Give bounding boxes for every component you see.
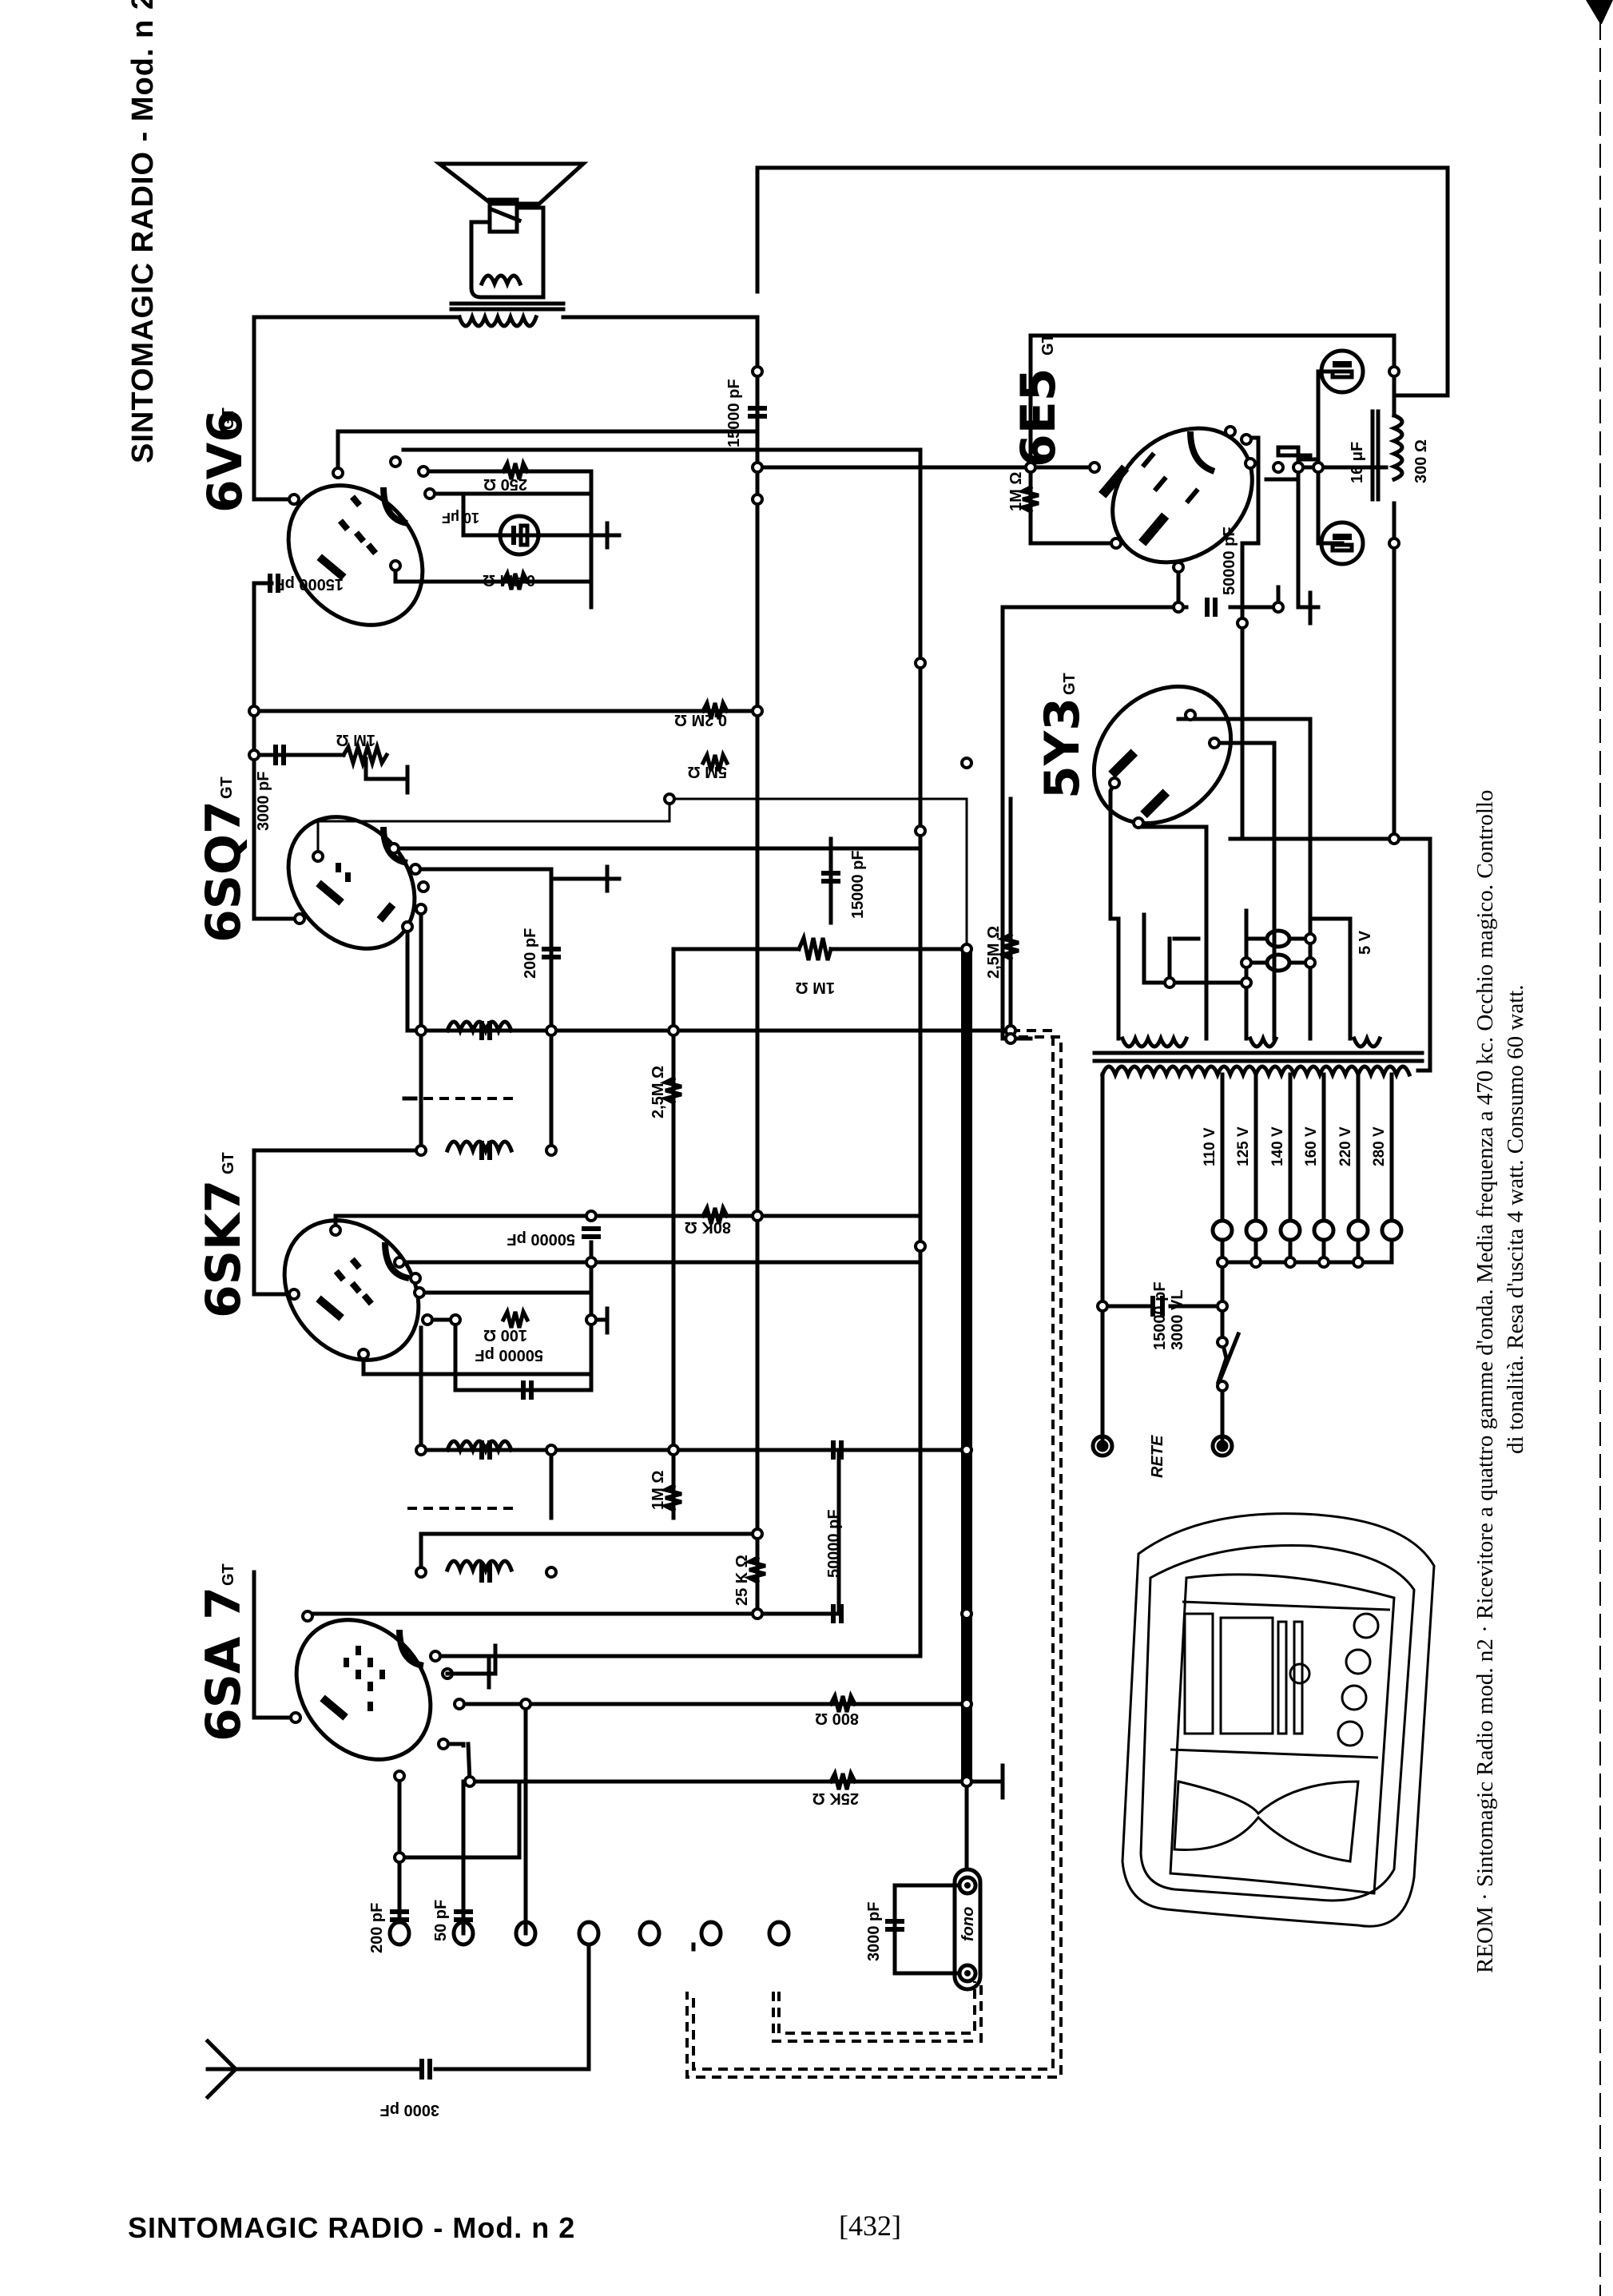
shielded-cable: [685, 1029, 1063, 2079]
tube-6v6: 6V6 GT: [197, 407, 436, 627]
tube-6v6-suffix: GT: [220, 407, 237, 430]
label-3000pf-sq7: 3000 pF: [255, 772, 272, 831]
voltage-selector: [1210, 1218, 1404, 1242]
label-50pf-ant: 50 pF: [432, 1900, 450, 1941]
if-transformers: [402, 1019, 519, 1576]
component-labels: 0,4M Ω 250 Ω 10 μF 15000 pF 15000 pF 0,2…: [255, 379, 1430, 2119]
tube-5y3-label: 5Y3: [1035, 697, 1091, 799]
footer-title: SINTOMAGIC RADIO - Mod. n 2: [128, 2211, 576, 2244]
label-300-ohm: 300 Ω: [1412, 439, 1430, 483]
tube-6sk7: 6SK7 GT: [196, 1152, 434, 1362]
label-15000pf-out: 15000 pF: [275, 575, 344, 593]
tube-5y3-suffix: GT: [1061, 673, 1079, 695]
label-tap-160v: 160 V: [1303, 1126, 1320, 1166]
label-tap-280v: 280 V: [1371, 1126, 1388, 1166]
tube-6sa7: 6SA 7 GT: [196, 1563, 491, 1782]
binding-edge: [1586, 0, 1613, 2296]
tube-6e5-magic-eye: 6E5 GT: [1011, 333, 1257, 574]
label-80k: 80K Ω: [685, 1218, 731, 1236]
label-100-ohm: 100 Ω: [483, 1326, 527, 1344]
tube-6sa7-label: 6SA 7: [196, 1587, 252, 1742]
tube-6e5-label: 6E5: [1011, 368, 1067, 467]
tube-6sq7-suffix: GT: [218, 777, 236, 799]
label-15000pf-mains: 15000 pF: [1151, 1281, 1169, 1350]
label-25k-cathode: 25K Ω: [812, 1790, 859, 1807]
label-15000pf-tone: 15000 pF: [849, 850, 867, 919]
tube-6sq7: 6SQ7 GT: [196, 777, 430, 951]
label-5v: 5 V: [1357, 930, 1374, 955]
label-2-5m-a: 2,5M Ω: [650, 1066, 667, 1118]
label-1m-volume: 1M Ω: [796, 979, 835, 996]
label-2-5m-b: 2,5M Ω: [985, 926, 1003, 979]
resistors: [500, 409, 1404, 1790]
label-tap-125v: 125 V: [1235, 1126, 1252, 1166]
label-15000pf-hv: 15000 pF: [725, 379, 743, 447]
pilot-lamps: [1244, 928, 1313, 973]
label-tap-140v: 140 V: [1269, 1126, 1286, 1166]
tube-6v6-label: 6V6: [197, 409, 253, 513]
ground-symbols: [605, 533, 1321, 881]
label-10uf: 10 μF: [442, 510, 479, 526]
label-250-ohm: 250 Ω: [483, 475, 527, 493]
phono-socket: [892, 1867, 983, 1992]
mains-terminals: [1091, 1434, 1234, 1458]
label-50000pf-sk7a: 50000 pF: [507, 1230, 575, 1248]
loudspeaker-icon: [433, 161, 589, 300]
input-sockets: [387, 1919, 791, 1994]
junction-nodes: [248, 365, 1400, 1864]
label-rete: RETE: [1149, 1435, 1166, 1478]
label-3000pf-antenna: 3000 pF: [380, 2101, 439, 2119]
output-transformer-icon: [449, 273, 566, 328]
label-0-4m: 0,4M Ω: [483, 571, 535, 589]
tube-5y3-rectifier: 5Y3 GT: [1035, 673, 1234, 829]
label-tap-110v: 110 V: [1202, 1127, 1218, 1166]
label-200pf-ant: 200 pF: [368, 1903, 386, 1953]
tube-6sq7-label: 6SQ7: [196, 800, 252, 943]
tube-6sa7-suffix: GT: [220, 1563, 237, 1586]
label-200pf-sq7: 200 pF: [522, 928, 539, 979]
tube-6e5-suffix: GT: [1039, 333, 1057, 356]
tube-6sk7-suffix: GT: [220, 1152, 237, 1174]
label-tap-220v: 220 V: [1337, 1126, 1354, 1166]
label-25k-osc: 25 K Ω: [733, 1555, 751, 1606]
label-1m-avc: 1M Ω: [650, 1471, 667, 1510]
radio-cabinet-illustration: [1121, 1512, 1436, 1928]
label-fono: fono: [959, 1907, 977, 1941]
label-800-ohm: 800 Ω: [815, 1710, 859, 1727]
label-50000pf-avc: 50000 pF: [825, 1509, 843, 1578]
label-1m-6e5: 1M Ω: [1007, 472, 1025, 511]
page-number: [432]: [839, 2210, 901, 2242]
tube-6sk7-label: 6SK7: [196, 1180, 252, 1318]
label-50000pf-sk7b: 50000 pF: [475, 1346, 543, 1364]
label-1m-tone: 1M Ω: [336, 731, 375, 749]
label-3000pf-fono: 3000 pF: [865, 1902, 883, 1961]
label-50000pf-6e5: 50000 pF: [1221, 526, 1238, 595]
label-3000vl: 3000 VL: [1169, 1289, 1186, 1350]
label-5m: 5M Ω: [688, 763, 727, 781]
label-16uf: 16 μF: [1349, 442, 1366, 483]
label-0-2m: 0,2M Ω: [674, 711, 727, 729]
